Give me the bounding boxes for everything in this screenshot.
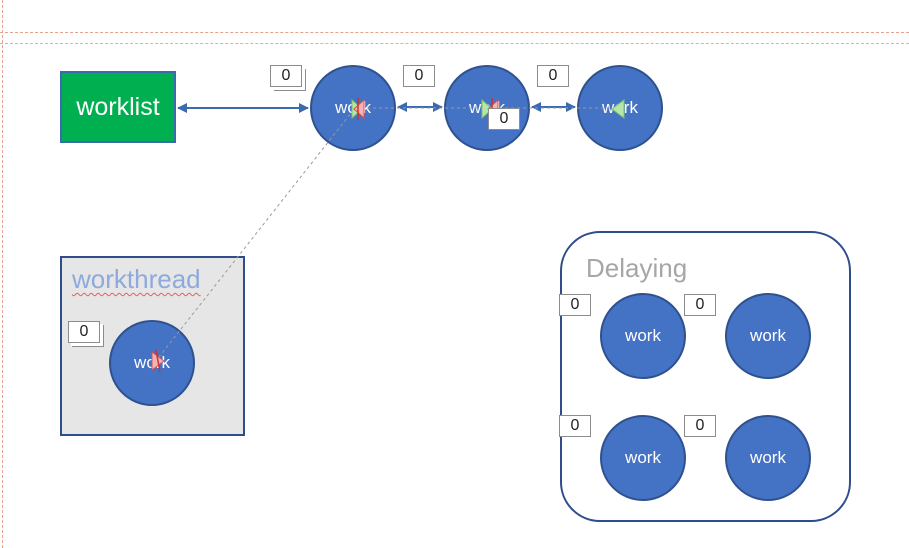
pointer-flag-icon: [351, 98, 365, 120]
pointer-flag-icon: [611, 99, 625, 119]
counter-thread: 0: [68, 321, 100, 343]
counter-delaying-2: 0: [684, 294, 716, 316]
counter-delaying-4: 0: [684, 415, 716, 437]
counter-delaying-3: 0: [559, 415, 591, 437]
workthread-label: workthread: [72, 264, 201, 294]
counter-queue-2: 0: [403, 65, 435, 87]
delaying-node-3[interactable]: work: [600, 415, 686, 501]
thread-link-line: [154, 107, 356, 363]
worklist-box[interactable]: worklist: [60, 71, 176, 143]
guide-line-left: [2, 0, 3, 548]
counter-queue-3: 0: [537, 65, 569, 87]
counter-queue-1: 0: [270, 65, 302, 87]
delaying-node-1[interactable]: work: [600, 293, 686, 379]
counter-delaying-1: 0: [559, 294, 591, 316]
delaying-label: Delaying: [586, 253, 688, 283]
counter-queue-2-inner: 0: [488, 108, 520, 130]
guide-line-top: [0, 32, 909, 33]
guide-line-second: [0, 43, 909, 44]
thread-node[interactable]: work: [109, 320, 195, 406]
delaying-node-2[interactable]: work: [725, 293, 811, 379]
delaying-node-4[interactable]: work: [725, 415, 811, 501]
pointer-flag-icon: [151, 349, 165, 373]
